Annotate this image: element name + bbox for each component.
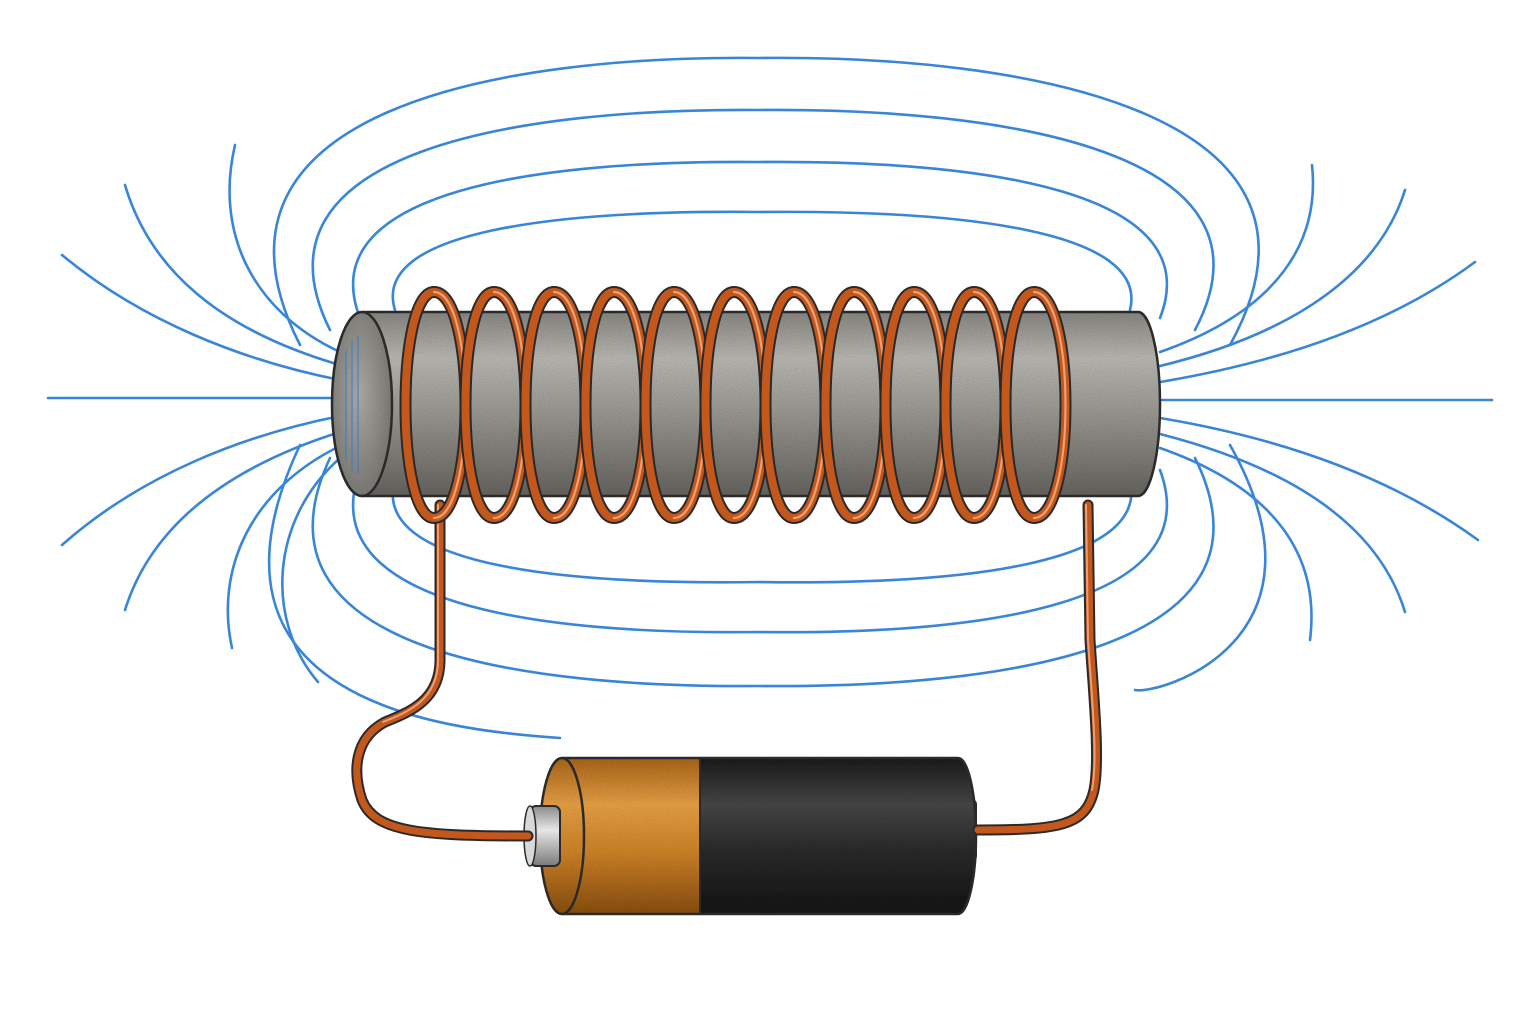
field-line-loop xyxy=(311,108,1215,332)
field-line-fan xyxy=(60,414,342,547)
wire-left-highlight xyxy=(382,504,439,723)
wire-right-highlight xyxy=(1085,504,1096,791)
battery-right-end xyxy=(940,758,976,914)
battery-outline xyxy=(562,756,978,916)
battery-black-body xyxy=(700,758,958,914)
iron-core-right-end xyxy=(1116,312,1160,496)
iron-core-outline xyxy=(362,310,1162,498)
field-line-fan xyxy=(281,456,342,684)
wire-right xyxy=(972,499,1103,836)
copper-coil xyxy=(399,286,1072,525)
field-line-fan xyxy=(123,430,342,612)
wire-left-copper xyxy=(353,501,532,840)
iron-core-left-face xyxy=(332,312,392,496)
field-line-fan xyxy=(123,183,342,367)
battery xyxy=(523,756,978,916)
field-line-fan xyxy=(1158,416,1480,542)
field-line-fan xyxy=(228,143,342,354)
wire-right-copper xyxy=(974,501,1101,834)
coil-turn-highlight xyxy=(1032,290,1067,520)
iron-core-body xyxy=(362,312,1138,496)
iron-core-left-face-outline xyxy=(330,310,394,498)
field-line-loop xyxy=(272,56,1260,347)
battery-gold-band xyxy=(562,758,702,914)
field-line-fan xyxy=(1158,260,1477,384)
field-line-loop xyxy=(391,210,1133,312)
magnetic-field-lines xyxy=(46,56,1494,740)
field-line-loop xyxy=(351,468,1169,634)
field-line-loop xyxy=(1133,443,1267,692)
connecting-wire xyxy=(351,499,1103,842)
field-line-loop xyxy=(351,160,1169,320)
field-line-fan xyxy=(1158,188,1407,368)
field-line-fan xyxy=(1158,163,1315,354)
field-line-fan xyxy=(60,253,342,382)
field-line-fan xyxy=(226,444,342,650)
iron-core-face-hatching xyxy=(345,336,359,474)
field-line-fan xyxy=(1158,446,1313,642)
field-line-loop xyxy=(267,443,562,740)
field-line-fan xyxy=(1158,432,1407,614)
field-line-loop xyxy=(311,456,1215,688)
battery-left-end xyxy=(540,758,584,914)
